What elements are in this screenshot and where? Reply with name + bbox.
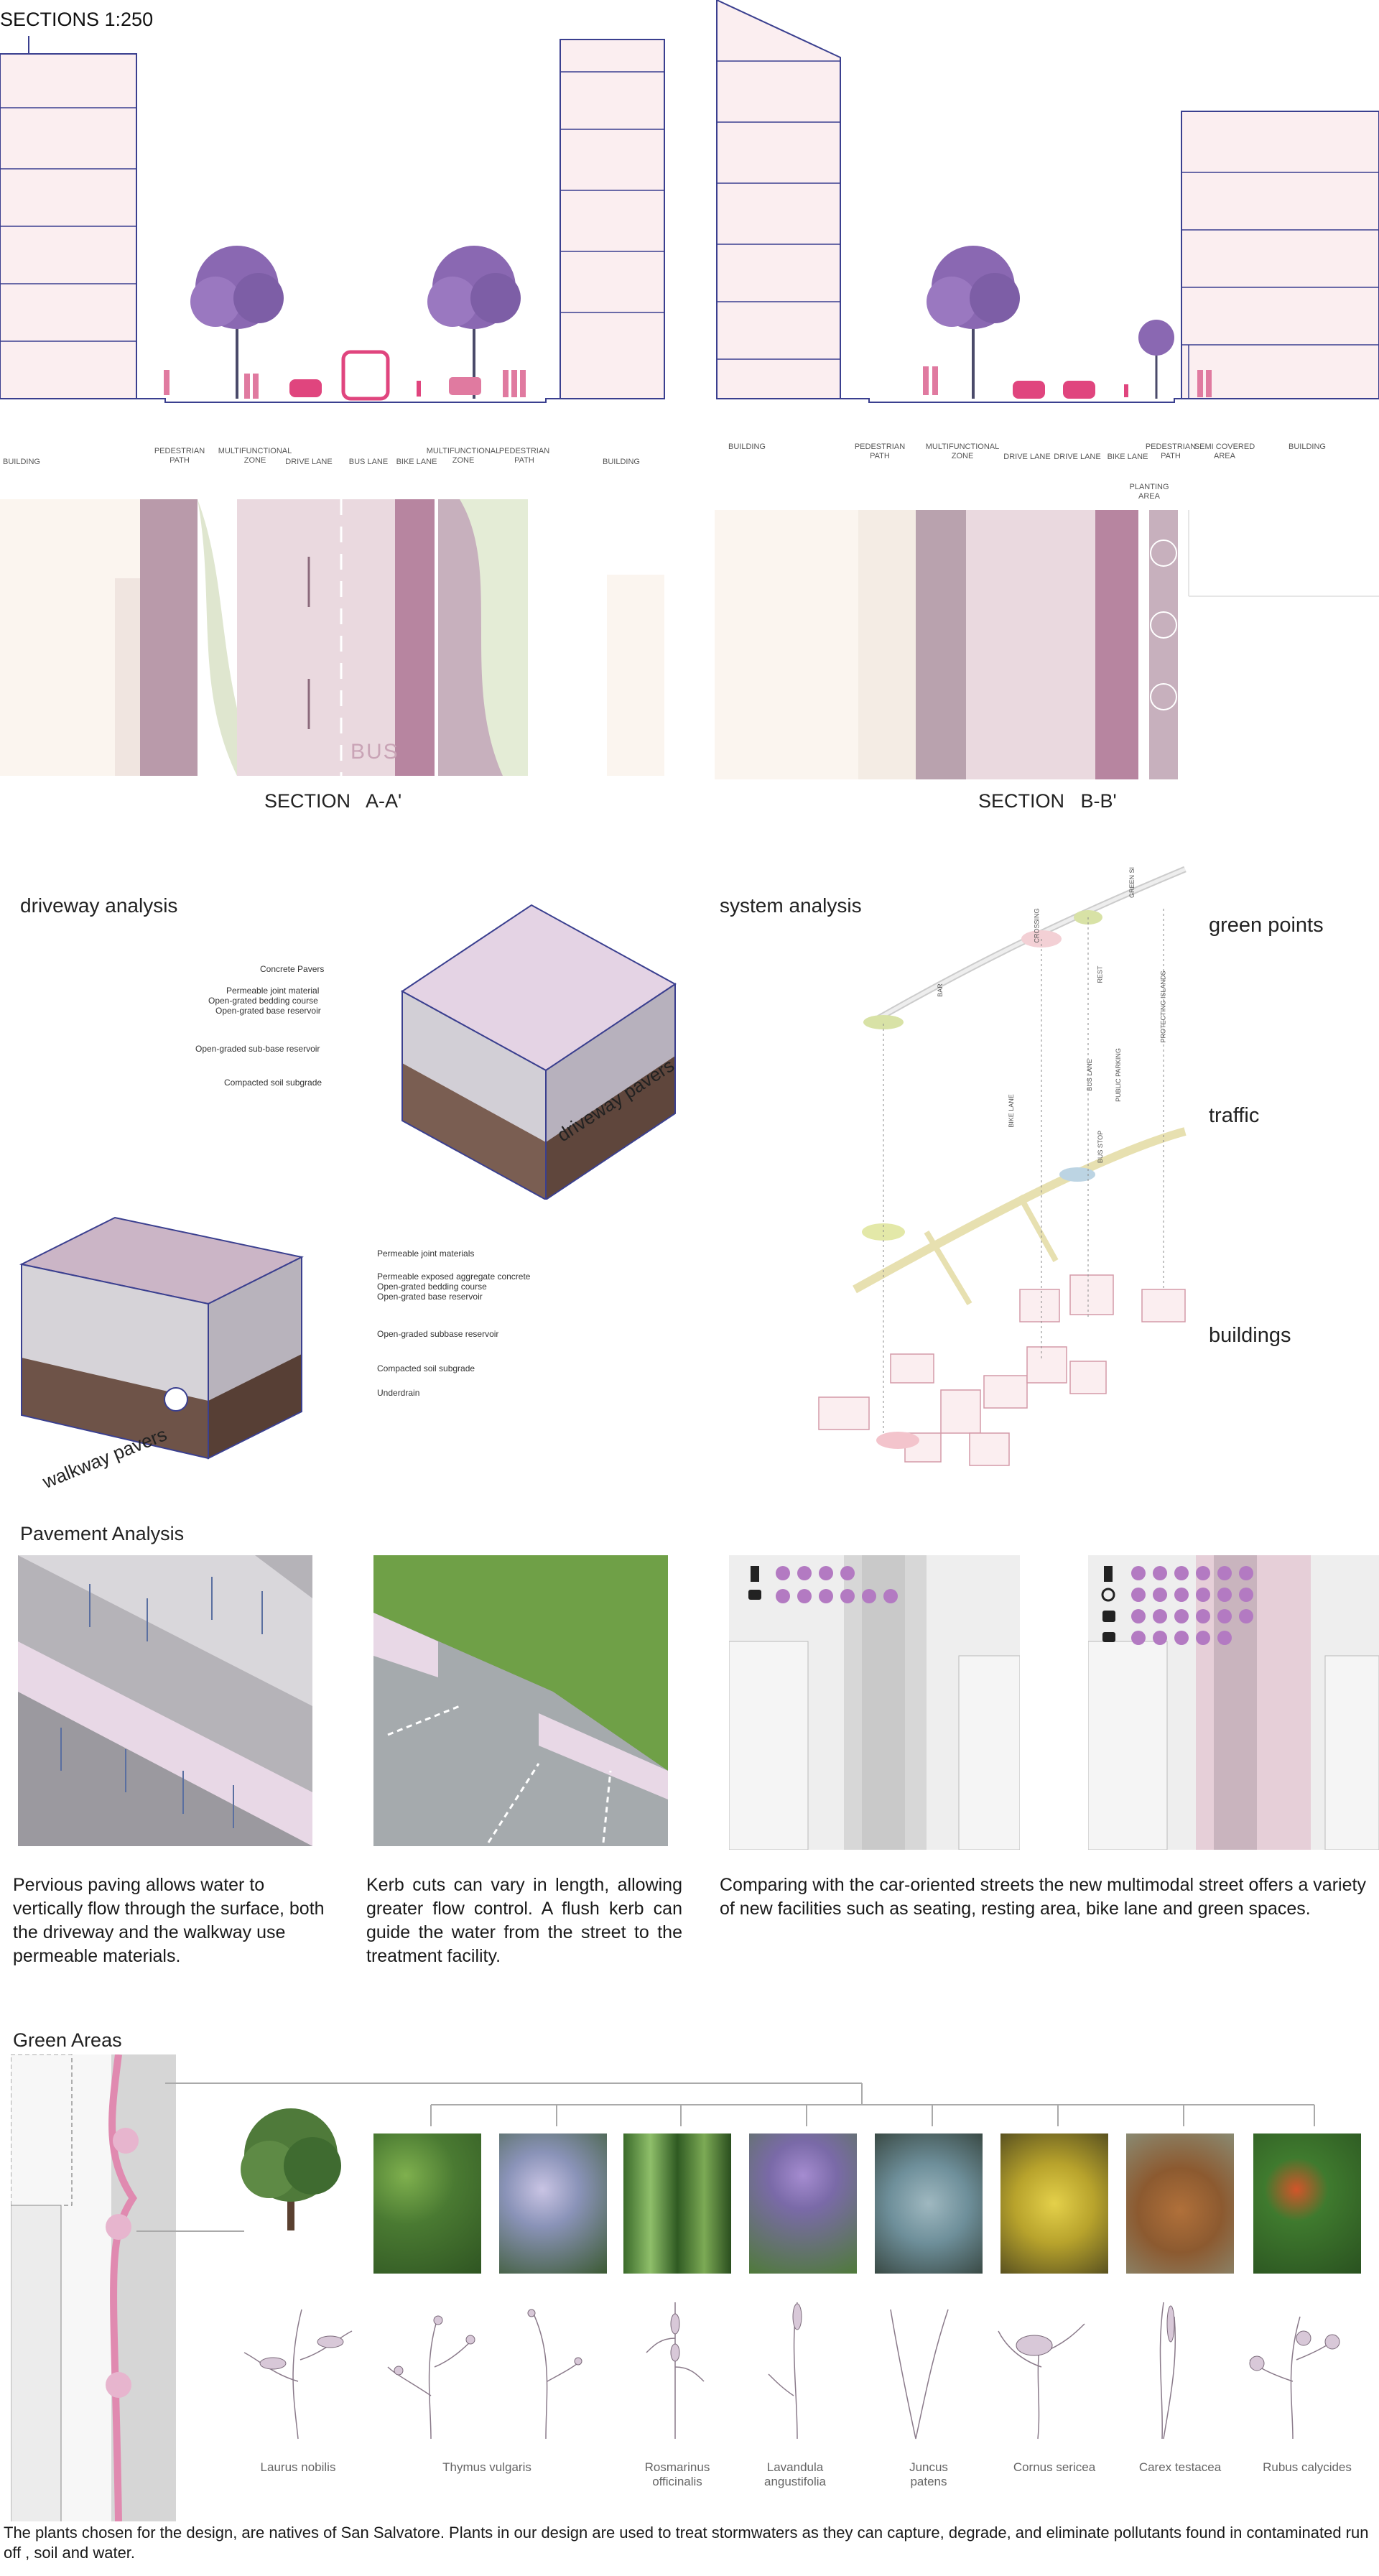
driveway-layer: Open-graded sub-base reservoir (195, 1044, 320, 1054)
section-a-label: MULTIFUNCTIONAL ZONE (426, 447, 501, 465)
section-a-label: DRIVE LANE (285, 458, 333, 466)
plant-photo-thymus-flower (499, 2133, 607, 2274)
system-tag: CROSSING (1033, 908, 1041, 943)
section-b-label: DRIVE LANE (1003, 453, 1051, 461)
system-tag: BUS STOP (1097, 1130, 1105, 1164)
laurus-tree-image (241, 2108, 341, 2230)
plant-connector (136, 2230, 244, 2232)
driveway-pavers-block (401, 904, 677, 1200)
system-traffic: traffic (1209, 1104, 1260, 1127)
section-a-elevation (0, 36, 665, 403)
section-b-label: SEMI COVERED AREA (1194, 443, 1255, 460)
system-tag: BIKE LANE (1007, 1094, 1015, 1128)
plant-photo-rubus (1253, 2133, 1361, 2274)
plant-photo-rosmarinus (623, 2133, 731, 2274)
walkway-pavers-block (19, 1216, 305, 1460)
plant-name: Cornus sericea (1013, 2460, 1096, 2474)
section-b-label: DRIVE LANE (1054, 453, 1101, 461)
pavement-heading: Pavement Analysis (20, 1523, 185, 1544)
system-tag: BAR (936, 983, 944, 997)
plant-name: Rosmarinus officinalis (644, 2460, 710, 2488)
driveway-layer: Permeable joint material (226, 986, 320, 996)
section-b-label: BUILDING (1289, 443, 1326, 451)
section-b-elevation (716, 0, 1379, 403)
plant-name: Juncus patens (909, 2460, 948, 2488)
system-green-points: green points (1209, 914, 1324, 937)
driveway-layer: Concrete Pavers (260, 964, 325, 974)
sections-heading: SECTIONS 1:250 (0, 9, 154, 30)
system-tag: PUBLIC PARKING (1114, 1048, 1122, 1102)
plant-name: Thymus vulgaris (442, 2460, 531, 2474)
section-b-title: SECTION B-B' (978, 790, 1117, 812)
walkway-layer: Open-graded subbase reservoir (377, 1329, 499, 1339)
section-a-label: BUS LANE (348, 458, 389, 466)
section-b-label: PLANTING AREA (1129, 483, 1169, 501)
walkway-layer: Permeable exposed aggregate concrete (377, 1271, 531, 1282)
tree-b (927, 246, 1020, 399)
plant-name: Laurus nobilis (260, 2460, 336, 2474)
green-area-plan (11, 2054, 176, 2521)
walkway-layer: Permeable joint materials (377, 1248, 475, 1259)
walkway-layer: Open-grated base reservoir (377, 1292, 483, 1302)
driveway-layer: Compacted soil subgrade (224, 1078, 322, 1088)
plant-photo-juncus (875, 2133, 983, 2274)
section-b-plan (715, 510, 1379, 779)
walkway-layer: Open-grated bedding course (377, 1282, 487, 1292)
tree-b-small (1138, 320, 1174, 399)
section-a-label: PEDESTRIAN PATH (498, 447, 550, 465)
system-buildings: buildings (1209, 1324, 1291, 1347)
plant-sketches (243, 2302, 1340, 2440)
plant-bracket (165, 2082, 1315, 2126)
plant-name: Rubus calycides (1263, 2460, 1352, 2474)
plant-photo-lavandula (749, 2133, 857, 2274)
green-caption: The plants chosen for the design, are na… (4, 2524, 1369, 2562)
plant-photo-cornus (1000, 2133, 1108, 2274)
walkway-layer: Underdrain (377, 1388, 420, 1398)
green-heading: Green Areas (13, 2029, 122, 2051)
section-a-label: PEDESTRIAN PATH (154, 447, 205, 465)
driveway-layer: Open-grated base reservoir (215, 1006, 321, 1016)
pavement-paragraph-1: Pervious paving allows water to vertical… (13, 1875, 325, 1966)
section-b-label: PEDESTRIAN PATH (854, 443, 906, 460)
plant-name: Carex testacea (1138, 2460, 1222, 2474)
street-comparison-old (729, 1555, 1020, 1850)
pavement-paragraph-3: Comparing with the car-oriented streets … (720, 1875, 1366, 1919)
plant-photo-thymus (373, 2133, 481, 2274)
section-a-plan (0, 499, 664, 776)
section-a-title: SECTION A-A' (264, 790, 402, 812)
tree-right (427, 246, 521, 399)
system-diagram (818, 866, 1187, 1466)
section-b-label: BIKE LANE (1107, 453, 1148, 461)
section-a-label: BUILDING (3, 458, 40, 466)
section-a-label: BIKE LANE (396, 458, 437, 466)
bus-lane-marking: BUS (350, 740, 399, 764)
driveway-heading: driveway analysis (20, 894, 178, 917)
plant-photo-carex (1126, 2133, 1234, 2274)
section-a-label: BUILDING (603, 458, 640, 466)
driveway-layer: Open-grated bedding course (208, 996, 318, 1006)
tree-left (190, 246, 284, 399)
street-comparison-new (1088, 1555, 1379, 1850)
plant-name: Lavandula angustifolia (763, 2460, 826, 2488)
pervious-paving-illustration (18, 1555, 312, 1846)
section-b-label: MULTIFUNCTIONAL ZONE (925, 443, 1000, 460)
system-tag: GREEN SI (1128, 866, 1136, 899)
pavement-paragraph-2: Kerb cuts can vary in length, allowing g… (366, 1875, 682, 1966)
system-tag: BUS LANE (1085, 1059, 1093, 1091)
section-a-label: MULTIFUNCTIONAL ZONE (218, 447, 292, 465)
system-heading: system analysis (720, 894, 862, 917)
kerb-cut-illustration (373, 1555, 668, 1846)
walkway-layer: Compacted soil subgrade (377, 1363, 475, 1373)
system-tag: REST (1096, 965, 1104, 983)
system-tag: PROTECTING ISLANDS (1159, 970, 1167, 1043)
section-b-label: BUILDING (728, 443, 766, 451)
section-b-label: PEDESTRIAN PATH (1145, 443, 1197, 460)
